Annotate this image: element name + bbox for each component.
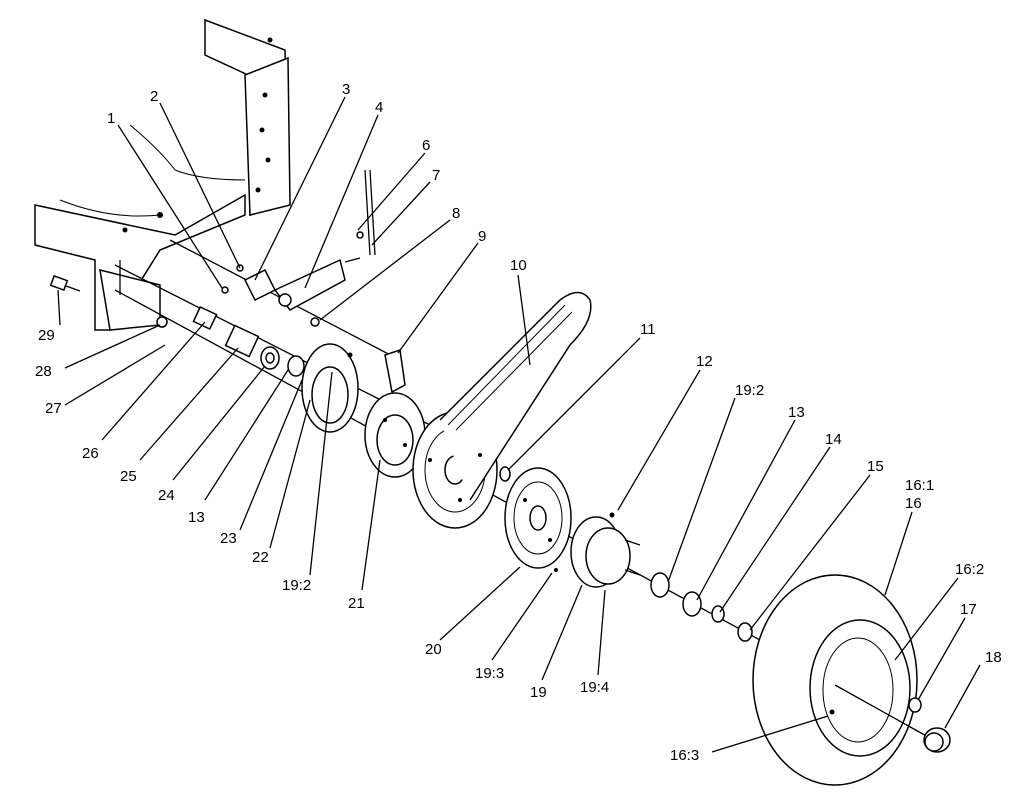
wheel-tire-16 bbox=[752, 574, 931, 786]
callout-9: 9 bbox=[478, 228, 486, 245]
drive-pulley-and-belt-10 bbox=[412, 291, 592, 529]
callout-13-left: 13 bbox=[188, 509, 205, 526]
callout-1: 1 bbox=[107, 110, 115, 127]
callout-24: 24 bbox=[158, 487, 175, 504]
callout-4: 4 bbox=[375, 99, 383, 116]
callout-25: 25 bbox=[120, 468, 137, 485]
frame-assembly bbox=[34, 18, 291, 331]
callout-23: 23 bbox=[220, 530, 237, 547]
callout-29: 29 bbox=[38, 327, 55, 344]
callout-19-4: 19:4 bbox=[580, 679, 609, 696]
callout-14: 14 bbox=[825, 431, 842, 448]
callout-21: 21 bbox=[348, 595, 365, 612]
callout-8: 8 bbox=[452, 205, 460, 222]
callout-17: 17 bbox=[960, 601, 977, 618]
cap-18 bbox=[923, 727, 951, 753]
callout-16: 16 bbox=[905, 495, 922, 512]
callout-16-3: 16:3 bbox=[670, 747, 699, 764]
nut-17 bbox=[908, 697, 922, 713]
pulley-20 bbox=[504, 467, 572, 569]
brake-drum-21 bbox=[364, 392, 426, 478]
callout-10: 10 bbox=[510, 257, 527, 274]
callout-22: 22 bbox=[252, 549, 269, 566]
callout-20: 20 bbox=[425, 641, 442, 658]
callout-7: 7 bbox=[432, 167, 440, 184]
callout-19-2-bottom: 19:2 bbox=[282, 577, 311, 594]
leader-lines bbox=[57, 96, 981, 753]
callout-2: 2 bbox=[150, 88, 158, 105]
spacer-bearing-stack bbox=[156, 305, 305, 377]
spacer-11 bbox=[499, 466, 511, 482]
callout-15: 15 bbox=[867, 458, 884, 475]
callout-26: 26 bbox=[82, 445, 99, 462]
callout-3: 3 bbox=[342, 81, 350, 98]
callout-labels: 1 2 3 4 6 7 8 9 10 11 12 19:2 13 14 15 1… bbox=[35, 81, 1002, 764]
callout-19: 19 bbox=[530, 684, 547, 701]
callout-11: 11 bbox=[640, 321, 656, 338]
callout-19-3: 19:3 bbox=[475, 665, 504, 682]
callout-19-2-top: 19:2 bbox=[735, 382, 764, 399]
callout-12: 12 bbox=[696, 353, 713, 370]
wheel-hub-19 bbox=[554, 512, 641, 588]
linkage-parts bbox=[221, 169, 406, 394]
callout-18: 18 bbox=[985, 649, 1002, 666]
callout-6: 6 bbox=[422, 137, 430, 154]
callout-27: 27 bbox=[45, 400, 62, 417]
callout-13-right: 13 bbox=[788, 404, 805, 421]
callout-28: 28 bbox=[35, 363, 52, 380]
bolt-29 bbox=[49, 274, 81, 292]
hub-bearings bbox=[650, 572, 753, 642]
callout-16-2: 16:2 bbox=[955, 561, 984, 578]
callout-16-1: 16:1 bbox=[905, 477, 934, 494]
